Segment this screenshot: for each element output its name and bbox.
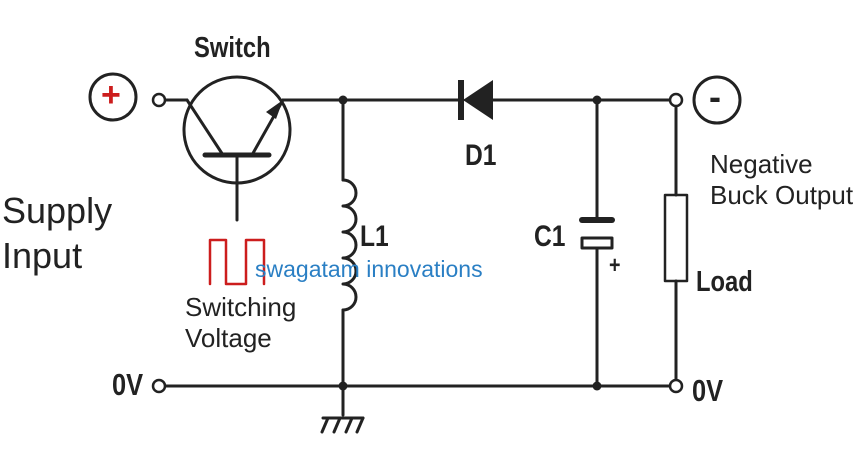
plus-badge — [88, 72, 138, 122]
switching-voltage-label-line1: Switching — [185, 292, 297, 322]
supply-input-label-line1: Supply — [2, 190, 113, 231]
input-terminal-bottom — [151, 378, 167, 394]
zero-v-left-label: 0V — [112, 367, 144, 402]
watermark-text: swagatam innovations — [255, 256, 483, 282]
load-label: Load — [696, 266, 753, 298]
junction-dot — [592, 95, 602, 105]
zero-v-right-label: 0V — [692, 373, 724, 408]
ground-hatch-3 — [344, 416, 354, 434]
ground-hatch-4 — [355, 416, 365, 434]
diode-d1-bar — [458, 80, 464, 120]
capacitor-polarity-label: + — [609, 252, 621, 279]
input-terminal-top — [151, 92, 167, 108]
output-terminal-bottom — [668, 378, 684, 394]
capacitor-label: C1 — [534, 220, 566, 253]
load-resistor — [663, 193, 689, 283]
negative-output-label-line1: Negative — [710, 149, 813, 179]
transistor-collector — [185, 98, 225, 157]
junction-dot — [338, 381, 348, 391]
minus-badge — [692, 75, 742, 125]
ground-hatch-2 — [332, 416, 342, 434]
output-terminal-top — [668, 92, 684, 108]
diode-label: D1 — [465, 139, 497, 172]
switch-label: Switch — [194, 32, 271, 64]
plus-terminal-sign: + — [101, 76, 121, 114]
diode-d1-triangle — [463, 80, 493, 120]
supply-input-label-line2: Input — [2, 235, 83, 276]
ground-hatch-1 — [320, 416, 330, 434]
junction-dot — [338, 95, 348, 105]
switching-voltage-label-line2: Voltage — [185, 323, 272, 353]
minus-terminal-sign: - — [709, 76, 721, 117]
inductor-l1-coil — [341, 178, 358, 312]
switching-pulse-waveform — [208, 238, 266, 286]
negative-output-label-line2: Buck Output — [710, 180, 854, 210]
junction-dot — [592, 381, 602, 391]
inductor-label: L1 — [360, 220, 389, 253]
transistor-emitter-arrow — [266, 100, 283, 119]
